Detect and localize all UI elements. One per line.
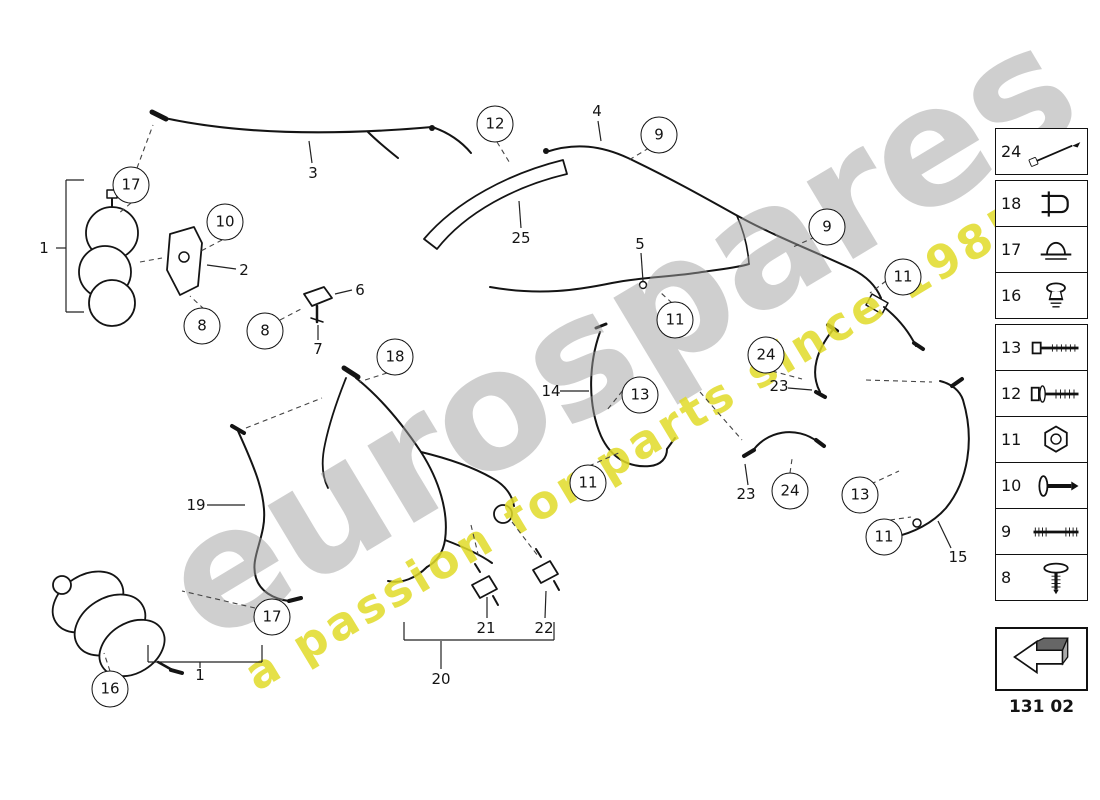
callout-circle-9[interactable]: 9 bbox=[808, 208, 846, 246]
legend-item-12[interactable]: 12 bbox=[996, 371, 1087, 417]
part-label-25: 25 bbox=[511, 229, 531, 247]
part-label-5: 5 bbox=[635, 235, 645, 253]
plug-icon bbox=[1025, 277, 1087, 315]
legend-item-11[interactable]: 11 bbox=[996, 417, 1087, 463]
flange-bolt-icon bbox=[1025, 467, 1087, 505]
direction-arrow-icon bbox=[1007, 633, 1077, 685]
screw-washer-icon bbox=[1025, 375, 1087, 413]
callout-circle-11[interactable]: 11 bbox=[884, 258, 922, 296]
legend-item-number: 18 bbox=[1001, 194, 1022, 213]
legend-item-18[interactable]: 18 bbox=[996, 181, 1087, 227]
callout-circle-10[interactable]: 10 bbox=[206, 203, 244, 241]
legend-item-8[interactable]: 8 bbox=[996, 555, 1087, 600]
callout-circle-13[interactable]: 13 bbox=[841, 476, 879, 514]
part-label-20: 20 bbox=[431, 670, 451, 688]
legend-item-number: 17 bbox=[1001, 240, 1022, 259]
round-head-screw-icon bbox=[1025, 559, 1087, 597]
grommet-icon bbox=[1025, 231, 1087, 269]
callout-circle-17[interactable]: 17 bbox=[112, 166, 150, 204]
part-label-22: 22 bbox=[534, 619, 554, 637]
callout-circle-9[interactable]: 9 bbox=[640, 116, 678, 154]
legend-item-9[interactable]: 9 bbox=[996, 509, 1087, 555]
clamp-icon bbox=[1025, 185, 1087, 223]
part-label-6: 6 bbox=[355, 281, 365, 299]
legend-item-10[interactable]: 10 bbox=[996, 463, 1087, 509]
callout-circle-18[interactable]: 18 bbox=[376, 338, 414, 376]
callout-circle-24[interactable]: 24 bbox=[747, 336, 785, 374]
callout-circle-13[interactable]: 13 bbox=[621, 376, 659, 414]
long-screw-icon bbox=[1025, 133, 1087, 171]
long-bolt-icon bbox=[1025, 329, 1087, 367]
callout-circle-16[interactable]: 16 bbox=[91, 670, 129, 708]
part-label-14: 14 bbox=[541, 382, 561, 400]
part-label-1: 1 bbox=[39, 239, 49, 257]
legend-item-16[interactable]: 16 bbox=[996, 273, 1087, 318]
legend-item-number: 8 bbox=[1001, 568, 1012, 587]
nut-icon bbox=[1025, 421, 1087, 459]
part-label-2: 2 bbox=[239, 261, 249, 279]
diagram-code-box bbox=[995, 627, 1088, 691]
part-label-7: 7 bbox=[313, 340, 323, 358]
legend-item-number: 10 bbox=[1001, 476, 1022, 495]
legend-item-17[interactable]: 17 bbox=[996, 227, 1087, 273]
part-label-21: 21 bbox=[476, 619, 496, 637]
legend-item-number: 11 bbox=[1001, 430, 1022, 449]
part-label-19: 19 bbox=[186, 496, 206, 514]
callout-circle-11[interactable]: 11 bbox=[569, 464, 607, 502]
legend-item-13[interactable]: 13 bbox=[996, 325, 1087, 371]
part-label-23: 23 bbox=[736, 485, 756, 503]
callout-circle-8[interactable]: 8 bbox=[183, 307, 221, 345]
part-label-23: 23 bbox=[769, 377, 789, 395]
part-label-15: 15 bbox=[948, 548, 968, 566]
legend-groups: 24 18 17 16 13 12 11 10 9 8 bbox=[995, 128, 1088, 601]
legend-item-number: 24 bbox=[1001, 142, 1022, 161]
callout-circle-8[interactable]: 8 bbox=[246, 312, 284, 350]
legend-item-24[interactable]: 24 bbox=[996, 129, 1087, 174]
callout-circle-24[interactable]: 24 bbox=[771, 472, 809, 510]
callout-circle-17[interactable]: 17 bbox=[253, 598, 291, 636]
parts-legend: 24 18 17 16 13 12 11 10 9 8 131 02 bbox=[995, 128, 1088, 717]
part-label-4: 4 bbox=[592, 102, 602, 120]
callout-circle-12[interactable]: 12 bbox=[476, 105, 514, 143]
legend-group: 18 17 16 bbox=[995, 180, 1088, 319]
legend-group: 24 bbox=[995, 128, 1088, 175]
legend-item-number: 16 bbox=[1001, 286, 1022, 305]
part-label-1: 1 bbox=[195, 666, 205, 684]
diagram-code: 131 02 bbox=[1008, 697, 1075, 717]
legend-item-number: 13 bbox=[1001, 338, 1022, 357]
part-label-3: 3 bbox=[308, 164, 318, 182]
legend-item-number: 12 bbox=[1001, 384, 1022, 403]
callout-circle-11[interactable]: 11 bbox=[656, 301, 694, 339]
stud-icon bbox=[1025, 513, 1087, 551]
legend-group: 13 12 11 10 9 8 bbox=[995, 324, 1088, 601]
callout-circle-11[interactable]: 11 bbox=[865, 518, 903, 556]
legend-item-number: 9 bbox=[1001, 522, 1012, 541]
